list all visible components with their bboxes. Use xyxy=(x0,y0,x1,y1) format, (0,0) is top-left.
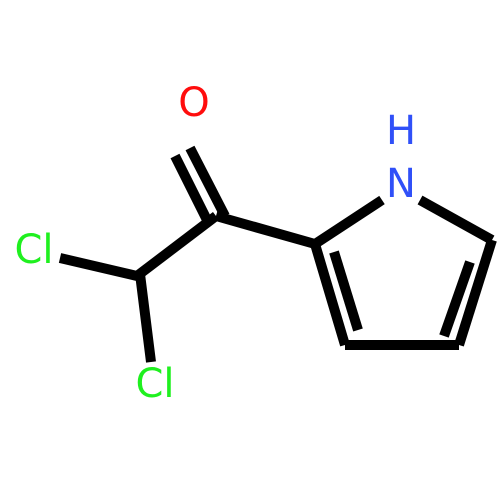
carbonyl-to-pyrrole-bond xyxy=(214,211,317,249)
oxygen-label: O xyxy=(178,80,209,126)
dichloromethyl-to-chlorine-2-bond xyxy=(135,273,156,363)
carbonyl-to-dichloromethyl-bond xyxy=(133,212,220,280)
carbonyl-bond-1 xyxy=(185,145,230,219)
atom-labels: O H N Cl Cl xyxy=(14,80,416,407)
nitrogen-hydrogen-label: H xyxy=(386,108,416,154)
pyrrole-c5-c4-inner-bond xyxy=(439,260,475,338)
pyrrole-c3-c2-inner-bond xyxy=(329,250,363,332)
chlorine-2-label: Cl xyxy=(135,361,174,407)
bonds xyxy=(58,145,497,363)
pyrrole-c3-c2-bond xyxy=(310,242,350,347)
nitrogen-label: N xyxy=(386,161,416,207)
pyrrole-n-c5-bond xyxy=(417,195,495,245)
dichloromethyl-to-chlorine-1-bond xyxy=(58,253,139,281)
chlorine-1-label: Cl xyxy=(14,227,53,273)
carbonyl-bond-2 xyxy=(170,153,213,225)
pyrrole-c5-c4-bond xyxy=(454,238,497,347)
pyrrole-c2-n-bond xyxy=(312,195,385,249)
